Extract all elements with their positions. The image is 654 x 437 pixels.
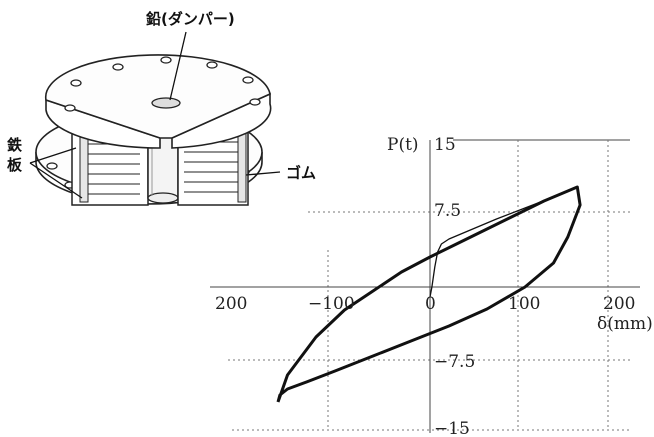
rubber-label: ゴム [286, 164, 316, 182]
y-tick-label: 7.5 [434, 201, 461, 221]
hysteresis-loop-line [276, 185, 582, 403]
x-tick-label: 100 [508, 294, 540, 314]
x-axis-label: δ(mm) [597, 314, 653, 334]
x-tick-label: 200 [603, 294, 635, 314]
y-tick-label: 15 [434, 135, 456, 155]
y-tick-label: −7.5 [434, 352, 475, 372]
x-tick-label: −100 [308, 294, 355, 314]
y-tick-label: −15 [434, 419, 470, 437]
y-axis-label: P(t) [387, 135, 419, 155]
initial-loading-line [429, 186, 578, 298]
steel-plate-label-line1: 鉄 [7, 136, 22, 154]
x-tick-label: 200 [215, 294, 247, 314]
lead-rubber-bearing-illustration [29, 31, 281, 206]
hysteresis-curves [276, 185, 582, 403]
steel-plate-label-line2: 板 [7, 156, 23, 174]
lead-damper-label: 鉛(ダンパー) [146, 10, 235, 28]
x-tick-label: 0 [425, 294, 436, 314]
hysteresis-chart: P(t) δ(mm) 200 −100 0 100 200 15 7.5 −7.… [210, 135, 653, 437]
